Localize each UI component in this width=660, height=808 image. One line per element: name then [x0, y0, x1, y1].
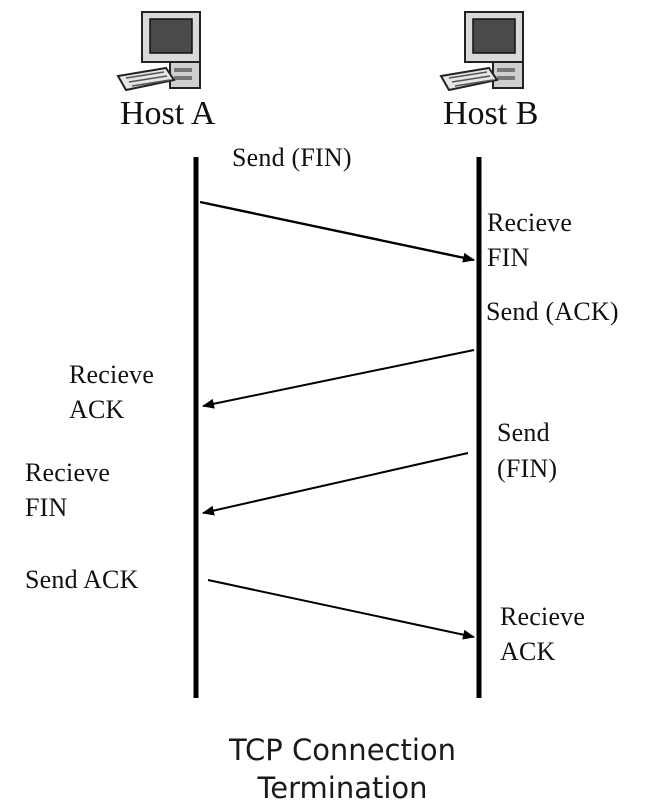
send-ack-label-b: Send (ACK)	[486, 297, 619, 326]
fin-arrow-a-to-b	[199, 200, 475, 263]
receive-ack-label-b-line1: Recieve	[500, 602, 586, 631]
send-ack-label-a: Send ACK	[25, 565, 139, 594]
fin-arrow-b-to-a	[202, 452, 469, 516]
send-fin-label-b-line1: Send	[497, 418, 550, 447]
host-a-computer-icon	[116, 11, 201, 92]
host-a-label: Host A	[120, 95, 216, 132]
host-b-computer-icon	[439, 11, 524, 92]
receive-ack-label-a-line2: ACK	[69, 395, 125, 424]
ack-arrow-b-to-a	[202, 349, 475, 409]
receive-ack-label-b-line2: ACK	[500, 637, 556, 666]
receive-ack-label-a-line1: Recieve	[69, 360, 155, 389]
host-b-label: Host B	[443, 95, 539, 132]
receive-fin-label-b-line2: FIN	[487, 243, 530, 272]
send-fin-label: Send (FIN)	[232, 143, 352, 172]
diagram-caption-line2: Termination	[257, 771, 428, 805]
receive-fin-label-a-line1: Recieve	[25, 458, 111, 487]
ack-arrow-a-to-b	[207, 579, 475, 640]
receive-fin-label-b-line1: Recieve	[487, 208, 573, 237]
send-fin-label-b-line2: (FIN)	[497, 454, 558, 483]
diagram-caption-line1: TCP Connection	[228, 733, 457, 767]
receive-fin-label-a-line2: FIN	[25, 493, 68, 522]
